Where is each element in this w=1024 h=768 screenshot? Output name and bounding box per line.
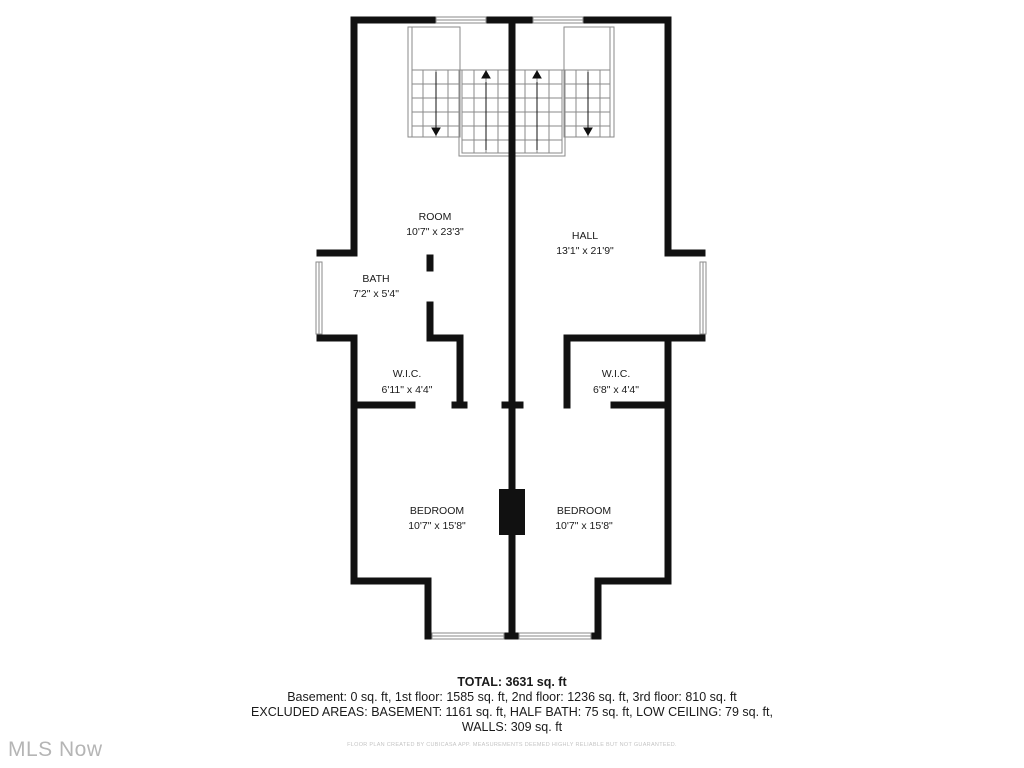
room-dims-wic-right: 6'8" x 4'4" [593, 384, 639, 396]
excluded-areas: EXCLUDED AREAS: BASEMENT: 1161 sq. ft, H… [251, 705, 773, 719]
walls-area: WALLS: 309 sq. ft [461, 720, 563, 734]
room-name-room: ROOM [419, 211, 452, 223]
room-name-wic-right: W.I.C. [602, 368, 631, 380]
room-dims-wic-left: 6'11" x 4'4" [382, 384, 433, 396]
room-name-wic-left: W.I.C. [393, 368, 422, 380]
room-dims-hall: 13'1" x 21'9" [556, 245, 614, 257]
chimney-column [499, 489, 525, 535]
disclaimer: FLOOR PLAN CREATED BY CUBICASA APP. MEAS… [347, 742, 677, 748]
walls [316, 16, 706, 640]
floor-areas: Basement: 0 sq. ft, 1st floor: 1585 sq. … [287, 690, 737, 704]
windows [315, 16, 707, 640]
stair-arrows [431, 69, 593, 150]
room-dims-bath: 7'2" x 5'4" [353, 288, 399, 300]
mls-now-watermark: MLS Now [8, 738, 103, 761]
total-area: TOTAL: 3631 sq. ft [457, 675, 567, 689]
room-name-bath: BATH [362, 273, 389, 285]
room-name-hall: HALL [572, 230, 598, 242]
room-name-bedroom-right: BEDROOM [557, 505, 611, 517]
room-dims-bedroom-right: 10'7" x 15'8" [555, 520, 613, 532]
room-dims-room: 10'7" x 23'3" [406, 226, 464, 238]
room-name-bedroom-left: BEDROOM [410, 505, 464, 517]
room-dims-bedroom-left: 10'7" x 15'8" [408, 520, 466, 532]
